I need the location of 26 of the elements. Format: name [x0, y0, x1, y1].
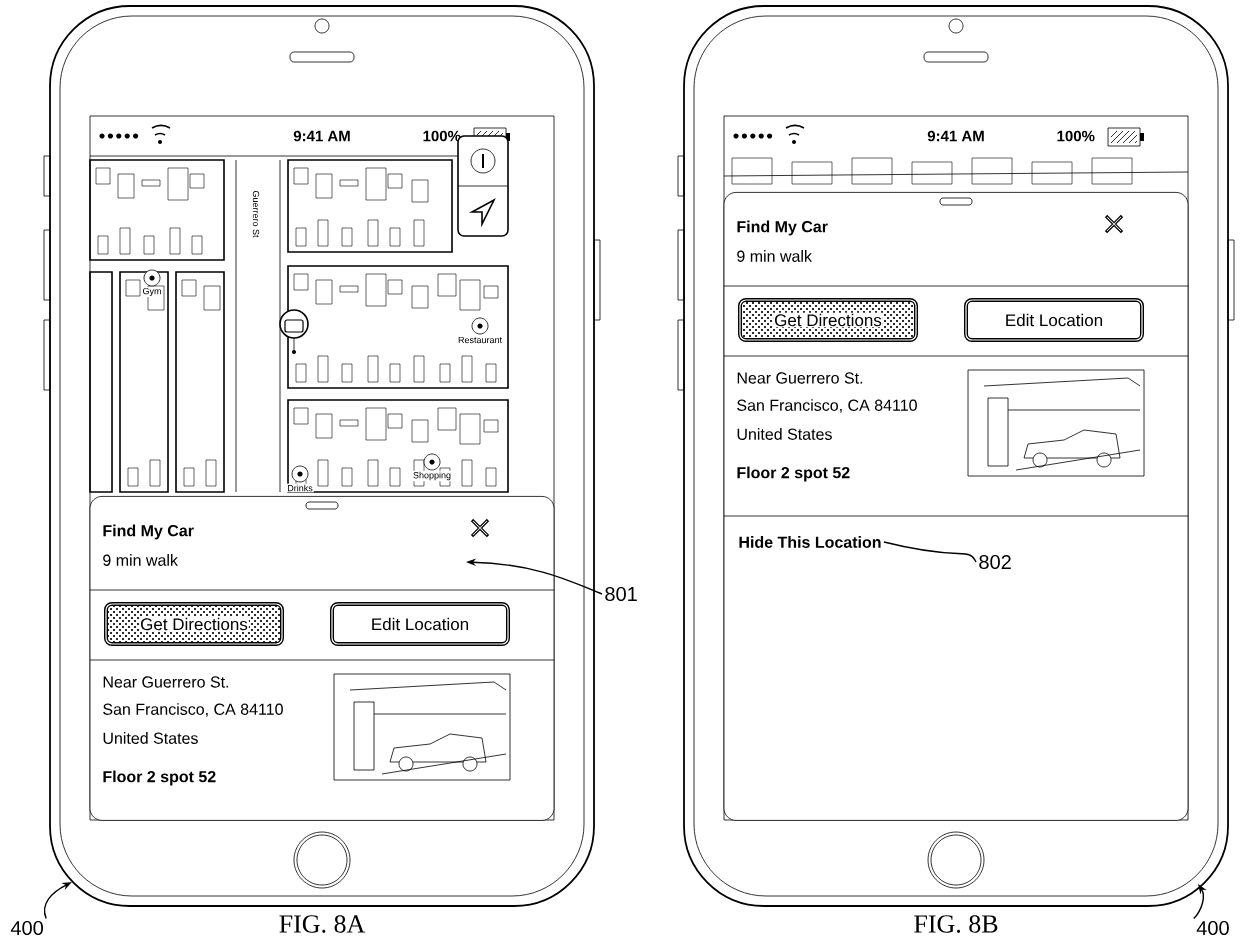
- reference-number: 801: [605, 586, 637, 602]
- button: Edit Location: [330, 602, 510, 646]
- walk-time: 9 min walk: [737, 250, 812, 262]
- reference-number: 400: [10, 920, 43, 936]
- address-line: United States: [737, 428, 832, 440]
- info-card: [723, 192, 1189, 821]
- reference-number: 802: [979, 554, 1011, 570]
- card-title: Find My Car: [737, 220, 828, 236]
- reference-number: 400: [1196, 920, 1229, 936]
- button: Get Directions: [104, 602, 284, 646]
- card-title: Find My Car: [103, 524, 194, 540]
- parking-spot: Floor 2 spot 52: [103, 770, 216, 786]
- address-line: Near Guerrero St.: [103, 676, 229, 688]
- leader-line: [883, 541, 977, 563]
- walk-time: 9 min walk: [103, 554, 178, 566]
- address-line: Near Guerrero St.: [737, 372, 863, 384]
- address-line: San Francisco, CA 84110: [737, 399, 917, 413]
- menu-item: Hide This Location: [739, 536, 881, 548]
- figure-caption: FIG. 8B: [914, 915, 998, 933]
- phone-drawing: [43, 5, 601, 907]
- button: Get Directions: [738, 298, 918, 342]
- address-line: United States: [103, 732, 198, 744]
- figure-caption: FIG. 8A: [279, 915, 366, 933]
- parking-spot: Floor 2 spot 52: [737, 466, 850, 482]
- address-line: San Francisco, CA 84110: [103, 703, 283, 717]
- button: Edit Location: [964, 298, 1144, 342]
